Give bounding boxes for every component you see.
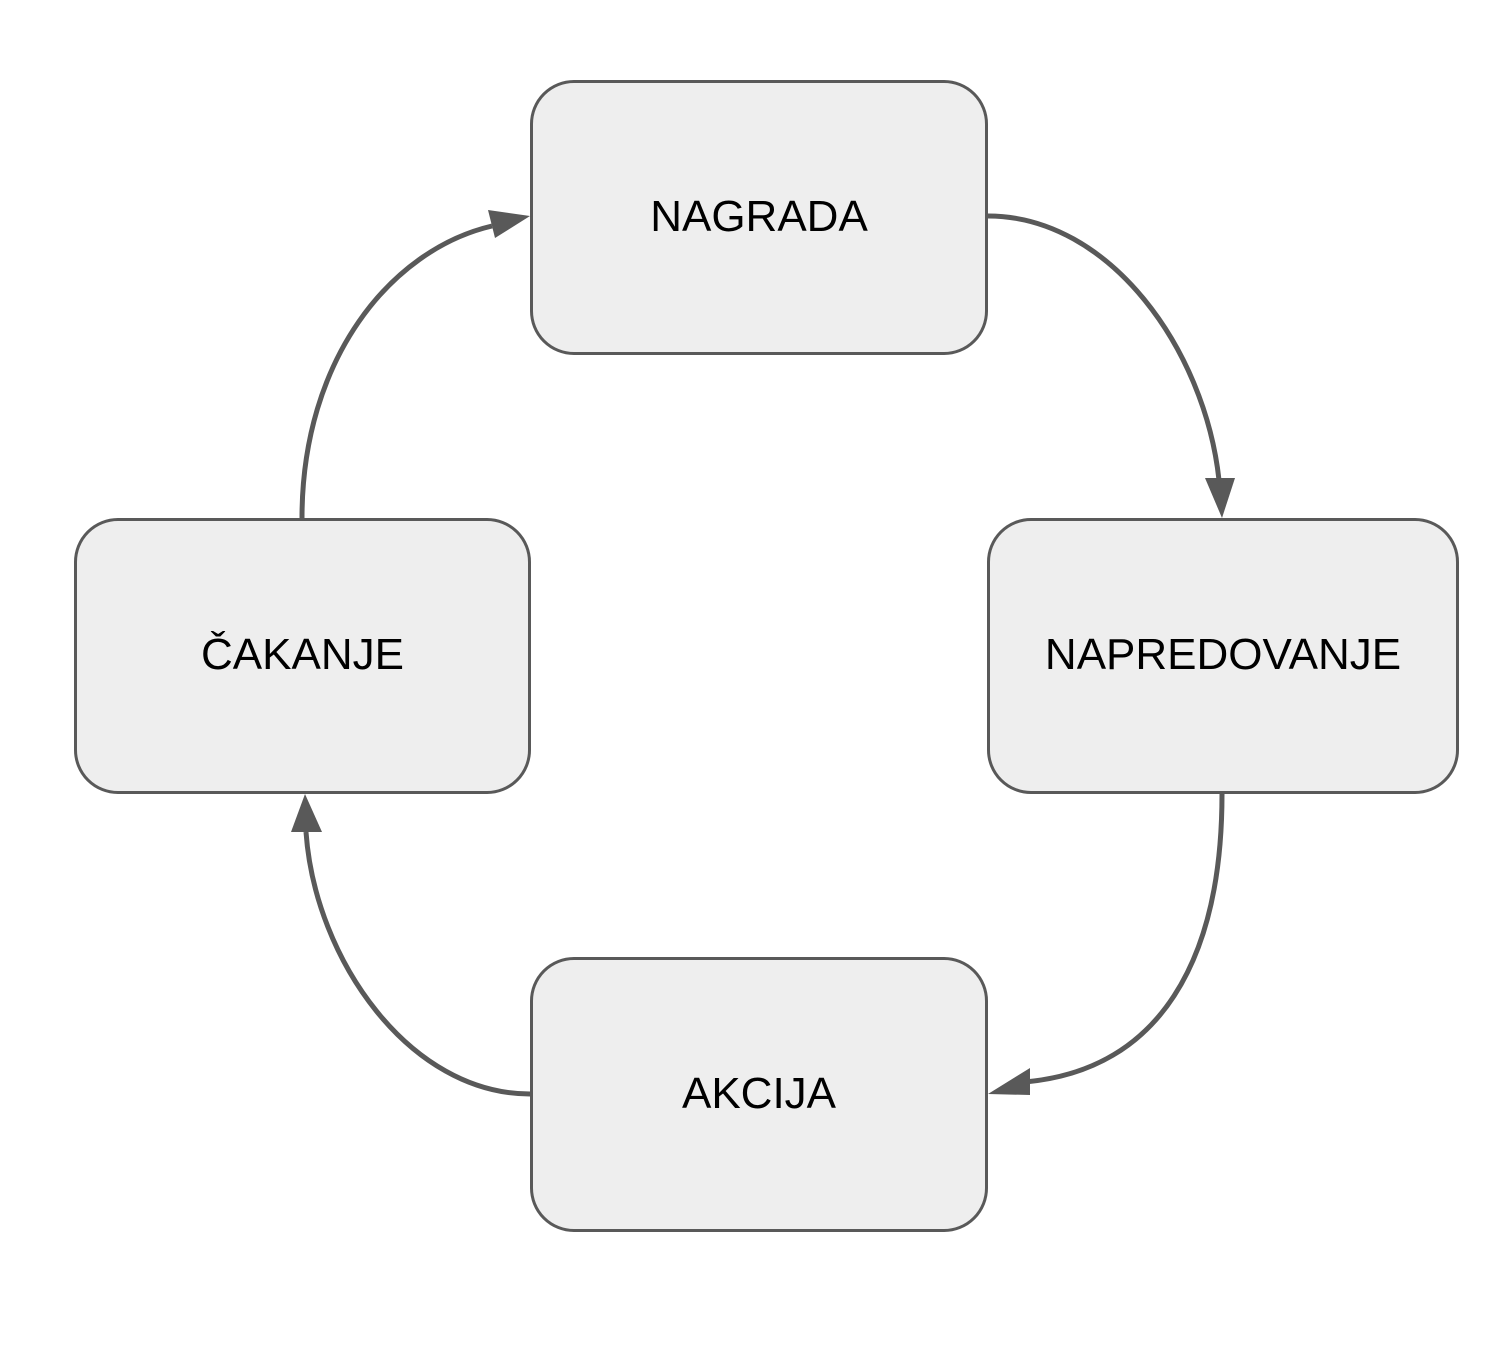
node-akcija-label: AKCIJA [681,1068,837,1118]
arrow-nagrada-to-napredovanje [987,213,1222,481]
arrow-napredovanje-to-akcija [1024,793,1225,1085]
node-cekanje: ČAKANJE [74,518,531,794]
node-nagrada: NAGRADA [530,80,988,355]
node-napredovanje-label: NAPREDOVANJE [1044,630,1402,679]
node-nagrada-label: NAGRADA [650,191,868,241]
arrowhead-nagrada [488,210,530,238]
node-napredovanje: NAPREDOVANJE [987,518,1459,794]
arrowhead-cekanje [291,794,322,832]
arrow-cekanje-to-nagrada [299,223,493,519]
arrow-akcija-to-cekanje [303,831,531,1097]
node-akcija: AKCIJA [530,957,988,1232]
arrowhead-akcija [988,1068,1030,1095]
node-cekanje-label: ČAKANJE [201,630,404,679]
arrowhead-napredovanje [1205,478,1235,518]
